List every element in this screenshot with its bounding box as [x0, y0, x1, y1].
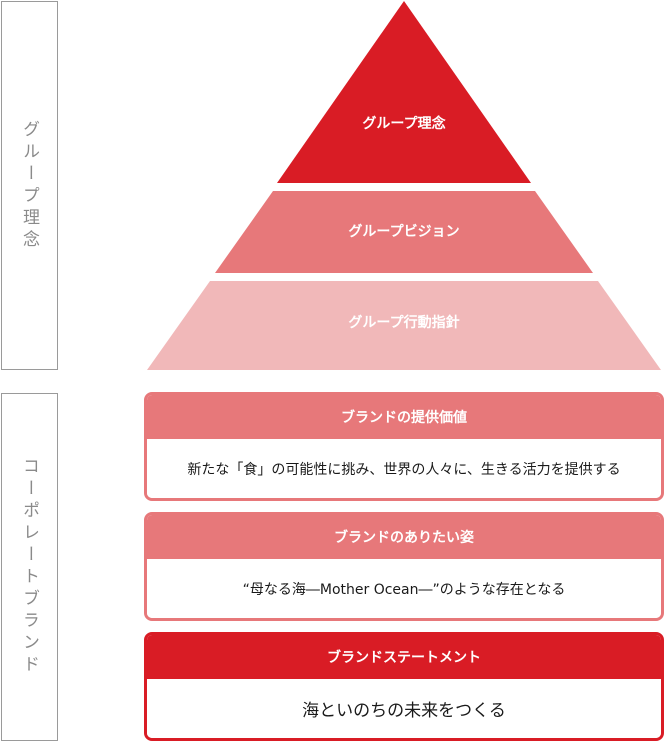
brand-ideal-title: ブランドのありたい姿	[147, 515, 661, 559]
pyramid-tier-bottom	[147, 281, 661, 370]
brand-statement-content: 海といのちの未来をつくる	[147, 679, 661, 738]
pyramid-tier-middle-label: グループビジョン	[348, 223, 459, 240]
pyramid-diagram: グループ理念 グループビジョン グループ行動指針	[147, 1, 661, 370]
brand-statement-box: ブランドステートメント 海といのちの未来をつくる	[144, 632, 664, 741]
side-label-corporate-brand-text: コーポレートブランド	[19, 457, 39, 677]
brand-value-box: ブランドの提供価値 新たな「食」の可能性に挑み、世界の人々に、生きる活力を提供す…	[144, 392, 664, 501]
side-label-corporate-brand: コーポレートブランド	[1, 393, 58, 741]
brand-value-content: 新たな「食」の可能性に挑み、世界の人々に、生きる活力を提供する	[147, 439, 661, 498]
pyramid-tier-top	[277, 1, 531, 183]
pyramid-tier-middle	[215, 191, 593, 273]
brand-statement-title: ブランドステートメント	[147, 635, 661, 679]
pyramid-tier-top-label: グループ理念	[362, 115, 446, 132]
side-label-group-philosophy: グループ理念	[1, 1, 58, 370]
brand-ideal-box: ブランドのありたい姿 “母なる海―Mother Ocean―”のような存在となる	[144, 512, 664, 621]
brand-ideal-content: “母なる海―Mother Ocean―”のような存在となる	[147, 559, 661, 618]
brand-value-title: ブランドの提供価値	[147, 395, 661, 439]
pyramid-tier-bottom-label: グループ行動指針	[348, 314, 459, 331]
side-label-group-philosophy-text: グループ理念	[19, 119, 39, 252]
